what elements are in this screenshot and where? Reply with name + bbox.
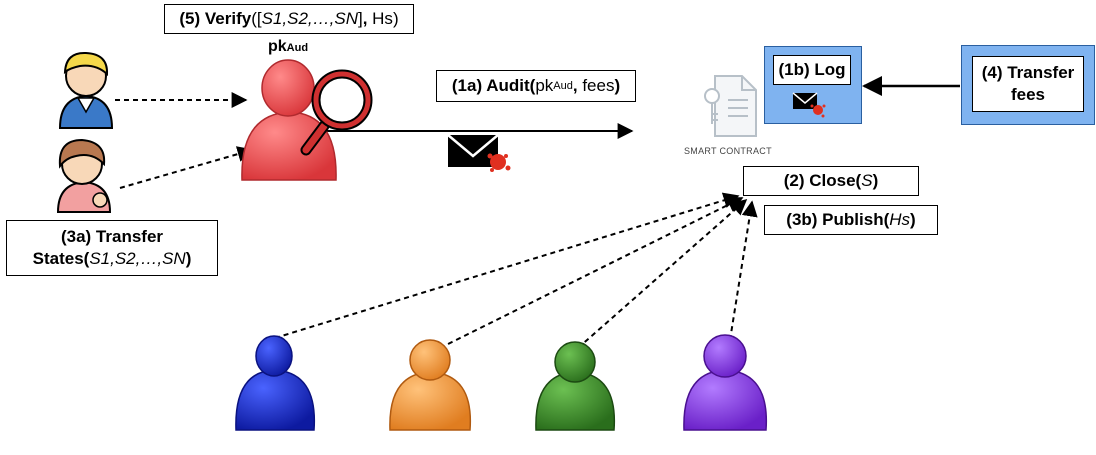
auditor-icon xyxy=(241,59,337,181)
transfer-fees-line2: fees xyxy=(1010,85,1046,104)
log-label-text: (1b) Log xyxy=(778,60,846,79)
user-blue-icon xyxy=(235,335,316,431)
transfer-fees-line1: (4) Transfer xyxy=(981,63,1075,82)
close-arg: S xyxy=(861,171,873,190)
transfer-states-line1: (3a) Transfer xyxy=(60,227,164,246)
audit-fees: fees xyxy=(582,76,615,95)
log-contract-box: (1b) Log xyxy=(764,46,862,124)
transfer-states-label: (3a) Transfer States(S1,S2,…,SN) xyxy=(6,220,218,276)
log-label: (1b) Log xyxy=(773,55,851,85)
transfer-states-prefix: States xyxy=(32,249,84,268)
transfer-fees-box: (4) Transfer fees xyxy=(961,45,1095,125)
magnifier-icon xyxy=(300,69,373,156)
publish-arg: Hs xyxy=(889,210,911,229)
close-label: (2) Close(S) xyxy=(743,166,919,196)
user-blond-icon xyxy=(58,51,114,129)
user-brown-icon xyxy=(56,138,112,213)
verify-label: (5) Verify([S1,S2,…,SN], Hs) xyxy=(164,4,414,34)
arrow-user2-to-auditor xyxy=(119,146,254,189)
transfer-fees-label: (4) Transfer fees xyxy=(972,56,1084,112)
verify-prefix: (5) Verify xyxy=(179,9,252,28)
user-orange-icon xyxy=(389,339,472,431)
arrow-green-to-close xyxy=(577,198,748,349)
pk-aud-sub: Aud xyxy=(286,42,309,54)
arrow-purple-to-close xyxy=(729,200,758,341)
audit-pk: pk xyxy=(535,76,554,95)
smart-contract-icon xyxy=(704,75,757,137)
transfer-states-line2: States(S1,S2,…,SN) xyxy=(32,249,192,268)
audit-prefix: (1a) Audit xyxy=(451,76,530,95)
close-prefix: (2) Close xyxy=(783,171,856,190)
pk-aud-pk: pk xyxy=(268,38,287,55)
user-purple-icon xyxy=(683,334,768,431)
verify-hs: Hs xyxy=(372,9,393,28)
arrow-orange-to-close xyxy=(439,197,744,349)
verify-args: S1,S2,…,SN xyxy=(261,9,358,28)
transfer-states-args: S1,S2,…,SN xyxy=(89,249,186,268)
log-envelope-icon xyxy=(792,92,826,118)
encrypted-envelope-icon xyxy=(447,134,511,172)
smart-contract-label: SMART CONTRACT xyxy=(684,146,772,156)
publish-prefix: (3b) Publish xyxy=(786,210,884,229)
user-green-icon xyxy=(535,341,616,431)
publish-label: (3b) Publish(Hs) xyxy=(764,205,938,235)
pk-aud-label: pkAud xyxy=(268,38,308,56)
audit-sub: Aud xyxy=(553,80,573,92)
